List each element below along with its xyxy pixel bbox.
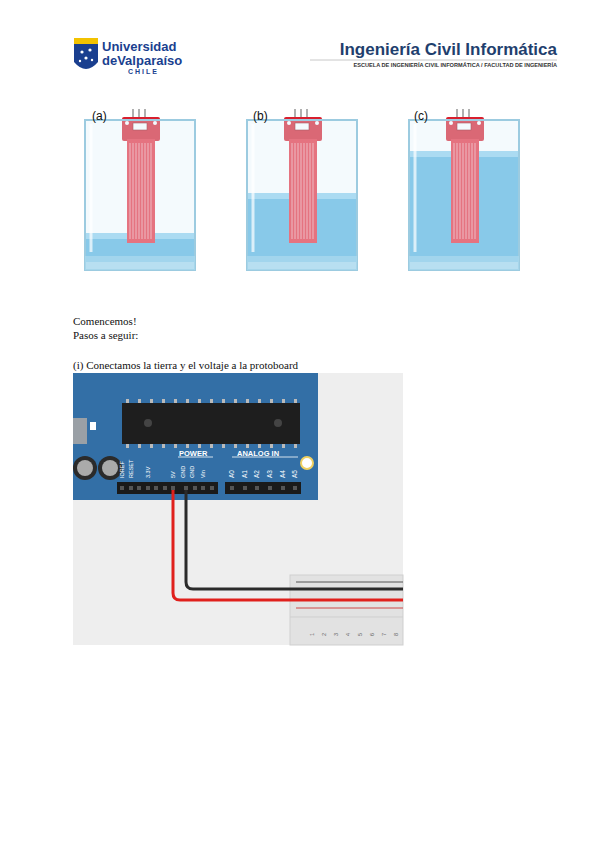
university-name: deValparaíso — [102, 54, 182, 67]
body-text: Pasos a seguir: — [73, 330, 138, 341]
pin-label: A1 — [242, 470, 249, 478]
body-text: Comencemos! — [73, 316, 137, 327]
school-title: Ingeniería Civil Informática — [340, 41, 557, 58]
arduino-board — [73, 373, 318, 500]
breadboard — [290, 575, 403, 645]
column-number: 5 — [358, 633, 364, 636]
power-header — [117, 482, 218, 494]
column-number: 3 — [334, 633, 340, 636]
pin-label: A2 — [254, 470, 261, 478]
pin-label: GND — [190, 466, 196, 478]
figure-letter: (a) — [92, 110, 107, 122]
university-name: Universidad — [102, 40, 176, 53]
pin-label: RESET — [129, 460, 135, 478]
column-number: 1 — [310, 633, 316, 636]
column-number: 7 — [382, 633, 388, 636]
header-label: POWER — [179, 450, 207, 458]
pin-label: A5 — [292, 470, 299, 478]
pin-label: IOREF — [120, 461, 126, 478]
voltage-wire — [173, 490, 403, 600]
pin-label: 3.3V — [146, 467, 152, 478]
column-number: 6 — [370, 633, 376, 636]
school-subtitle: ESCUELA DE INGENIERÍA CIVIL INFORMÁTICA … — [353, 63, 557, 69]
column-number: 2 — [322, 633, 328, 636]
pin-label: A3 — [267, 470, 274, 478]
analog-header — [225, 482, 301, 494]
pin-label: A4 — [280, 470, 287, 478]
pin-label: Vin — [201, 470, 207, 478]
country-name: CHILE — [128, 68, 159, 75]
step-text: (i) Conectamos la tierra y el voltaje a … — [73, 360, 298, 371]
logo-shield — [74, 38, 98, 69]
pin-label: 5V — [171, 471, 177, 478]
header-label: ANALOG IN — [237, 450, 279, 458]
microcontroller-chip — [122, 403, 300, 444]
figure-letter: (b) — [253, 110, 268, 122]
pin-label: GND — [181, 466, 187, 478]
column-number: 8 — [394, 633, 400, 636]
column-number: 4 — [346, 633, 352, 636]
ground-wire — [186, 490, 403, 589]
pin-label: A0 — [229, 470, 236, 478]
figure-letter: (c) — [414, 110, 428, 122]
